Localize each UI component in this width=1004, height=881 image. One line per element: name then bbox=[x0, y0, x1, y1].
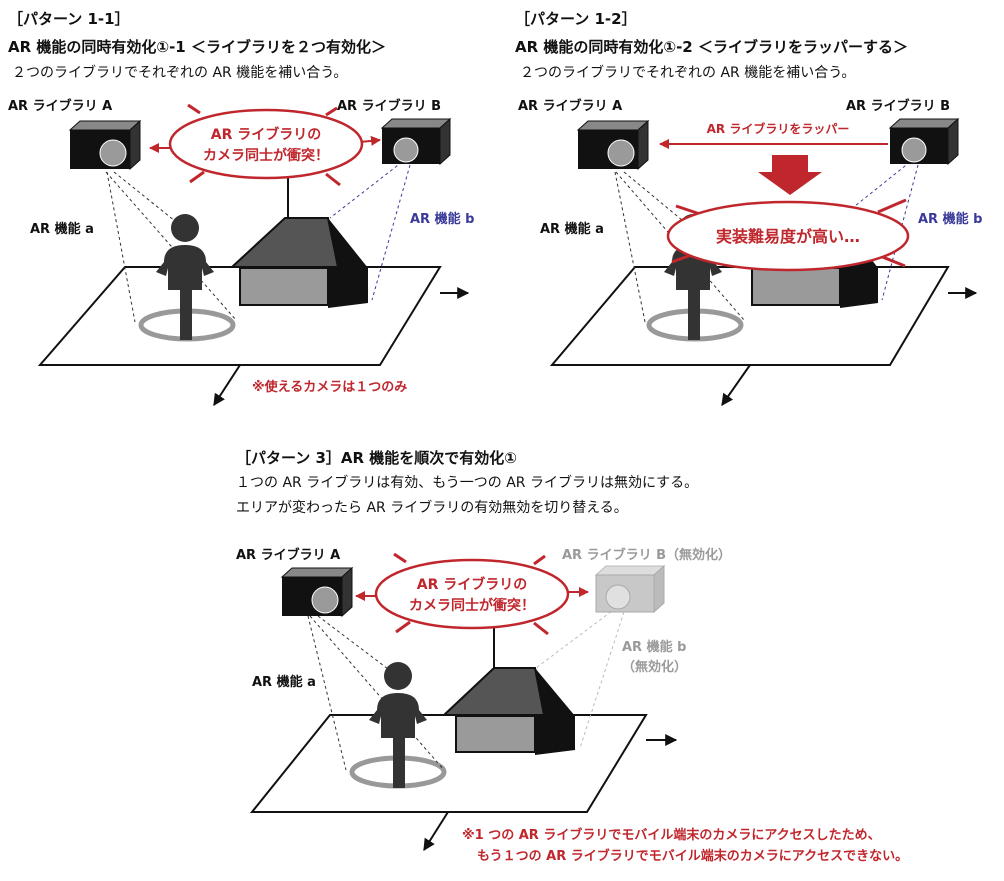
p3-bubble-line-2: カメラ同士が衝突！ bbox=[409, 597, 535, 614]
p3-desc-2: エリアが変わったら AR ライブラリの有効無効を切り替える。 bbox=[236, 500, 628, 516]
p12-title: AR 機能の同時有効化①-2 ＜ライブラリをラッパーする＞ bbox=[515, 38, 908, 56]
p11-note: ※使えるカメラは１つのみ bbox=[252, 380, 408, 395]
p11-func-a-label: AR 機能 a bbox=[30, 222, 94, 237]
p3-note-1: ※1 つの AR ライブラリでモバイル端末のカメラにアクセスしたため、 bbox=[462, 828, 881, 843]
p11-camera-a bbox=[68, 119, 142, 171]
p12-camera-a bbox=[576, 119, 650, 171]
p11-func-b-label: AR 機能 b bbox=[410, 212, 475, 227]
p12-wrap-label: AR ライブラリをラッパー bbox=[707, 121, 850, 136]
p11-person bbox=[156, 214, 214, 340]
p3-title: ［パターン 3］AR 機能を順次で有効化① bbox=[236, 449, 517, 467]
p3-func-b-label: AR 機能 b bbox=[622, 640, 687, 655]
p12-lib-b-label: AR ライブラリ B bbox=[846, 99, 951, 114]
p3-ground-plane bbox=[249, 714, 648, 813]
p12-camera-b bbox=[888, 117, 960, 166]
p12-ground-plane bbox=[549, 266, 950, 366]
p3-bubble-line-1: AR ライブラリの bbox=[417, 576, 528, 593]
p11-bubble-line-2: カメラ同士が衝突！ bbox=[203, 147, 329, 164]
p3-house bbox=[441, 667, 575, 755]
p3-lib-b-label: AR ライブラリ B（無効化） bbox=[562, 548, 732, 563]
p3-lib-a-label: AR ライブラリ A bbox=[236, 548, 341, 563]
p3-person bbox=[369, 662, 427, 788]
p3-camera-a bbox=[280, 566, 354, 618]
p11-desc: ２つのライブラリでそれぞれの AR 機能を補い合う。 bbox=[12, 65, 348, 81]
p11-camera-b bbox=[380, 117, 452, 166]
p11-axis-z bbox=[213, 364, 241, 407]
p12-down-arrow bbox=[758, 155, 822, 195]
p3-desc-1: １つの AR ライブラリは有効、もう一つの AR ライブラリは無効にする。 bbox=[236, 475, 699, 491]
p12-bubble-text: 実装難易度が高い… bbox=[716, 227, 860, 246]
p3-func-a-label: AR 機能 a bbox=[252, 675, 316, 690]
p3-axis-z bbox=[423, 811, 449, 852]
p12-difficulty-bubble: 実装難易度が高い… bbox=[666, 198, 910, 272]
p3-func-b-disabled: （無効化） bbox=[622, 660, 688, 675]
p12-tag: ［パターン 1-2］ bbox=[515, 10, 637, 28]
p12-func-a-label: AR 機能 a bbox=[540, 222, 604, 237]
p11-tag: ［パターン 1-1］ bbox=[8, 10, 130, 28]
p11-title: AR 機能の同時有効化①-1 ＜ライブラリを２つ有効化＞ bbox=[8, 38, 386, 56]
p11-house bbox=[229, 217, 368, 308]
p12-func-b-label: AR 機能 b bbox=[918, 212, 983, 227]
p12-scene: AR ライブラリをラッパー 実装難易度が高い… bbox=[549, 117, 978, 406]
p11-conflict-bubble: AR ライブラリの カメラ同士が衝突！ bbox=[149, 103, 381, 187]
p11-scene: AR ライブラリの カメラ同士が衝突！ bbox=[37, 103, 470, 407]
p12-lib-a-label: AR ライブラリ A bbox=[518, 99, 623, 114]
p3-conflict-bubble: AR ライブラリの カメラ同士が衝突！ bbox=[355, 552, 589, 636]
p3-note-2: もう１つの AR ライブラリでモバイル端末のカメラにアクセスできない。 bbox=[477, 849, 909, 864]
p11-lib-a-label: AR ライブラリ A bbox=[8, 99, 113, 114]
p12-axis-z bbox=[721, 364, 751, 406]
p12-desc: ２つのライブラリでそれぞれの AR 機能を補い合う。 bbox=[520, 65, 856, 81]
p3-camera-b-disabled bbox=[594, 564, 666, 614]
p3-scene: AR ライブラリの カメラ同士が衝突！ bbox=[249, 552, 678, 852]
p11-lib-b-label: AR ライブラリ B bbox=[337, 99, 442, 114]
p11-bubble-line-1: AR ライブラリの bbox=[211, 126, 322, 143]
